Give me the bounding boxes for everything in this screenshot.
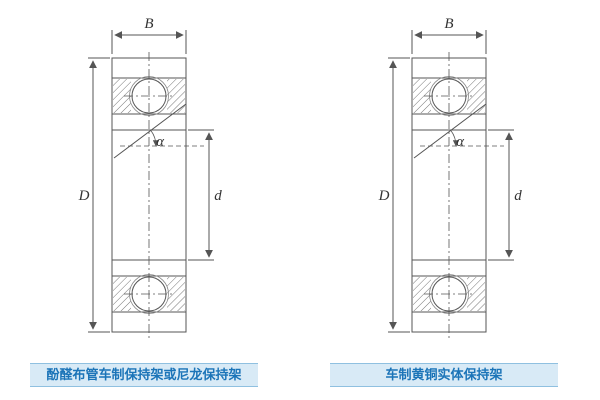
outer-diameter-dim-label-left: D xyxy=(78,188,90,204)
outer-diameter-dim-label-right: D xyxy=(378,188,390,204)
bore-dim-label-right: d xyxy=(514,188,522,204)
width-dim-label-right: B xyxy=(444,16,453,32)
width-dim-label-left: B xyxy=(144,16,153,32)
caption-left-bearing: 酚醛布管车制保持架或尼龙保持架 xyxy=(30,363,258,387)
contact-angle-label-left: α xyxy=(156,134,165,150)
bearing-drawing-right xyxy=(388,30,514,338)
bearing-drawing-left xyxy=(88,30,214,338)
contact-angle-label-right: α xyxy=(456,134,465,150)
caption-right-bearing: 车制黄铜实体保持架 xyxy=(330,363,558,387)
bore-dim-label-left: d xyxy=(214,188,222,204)
